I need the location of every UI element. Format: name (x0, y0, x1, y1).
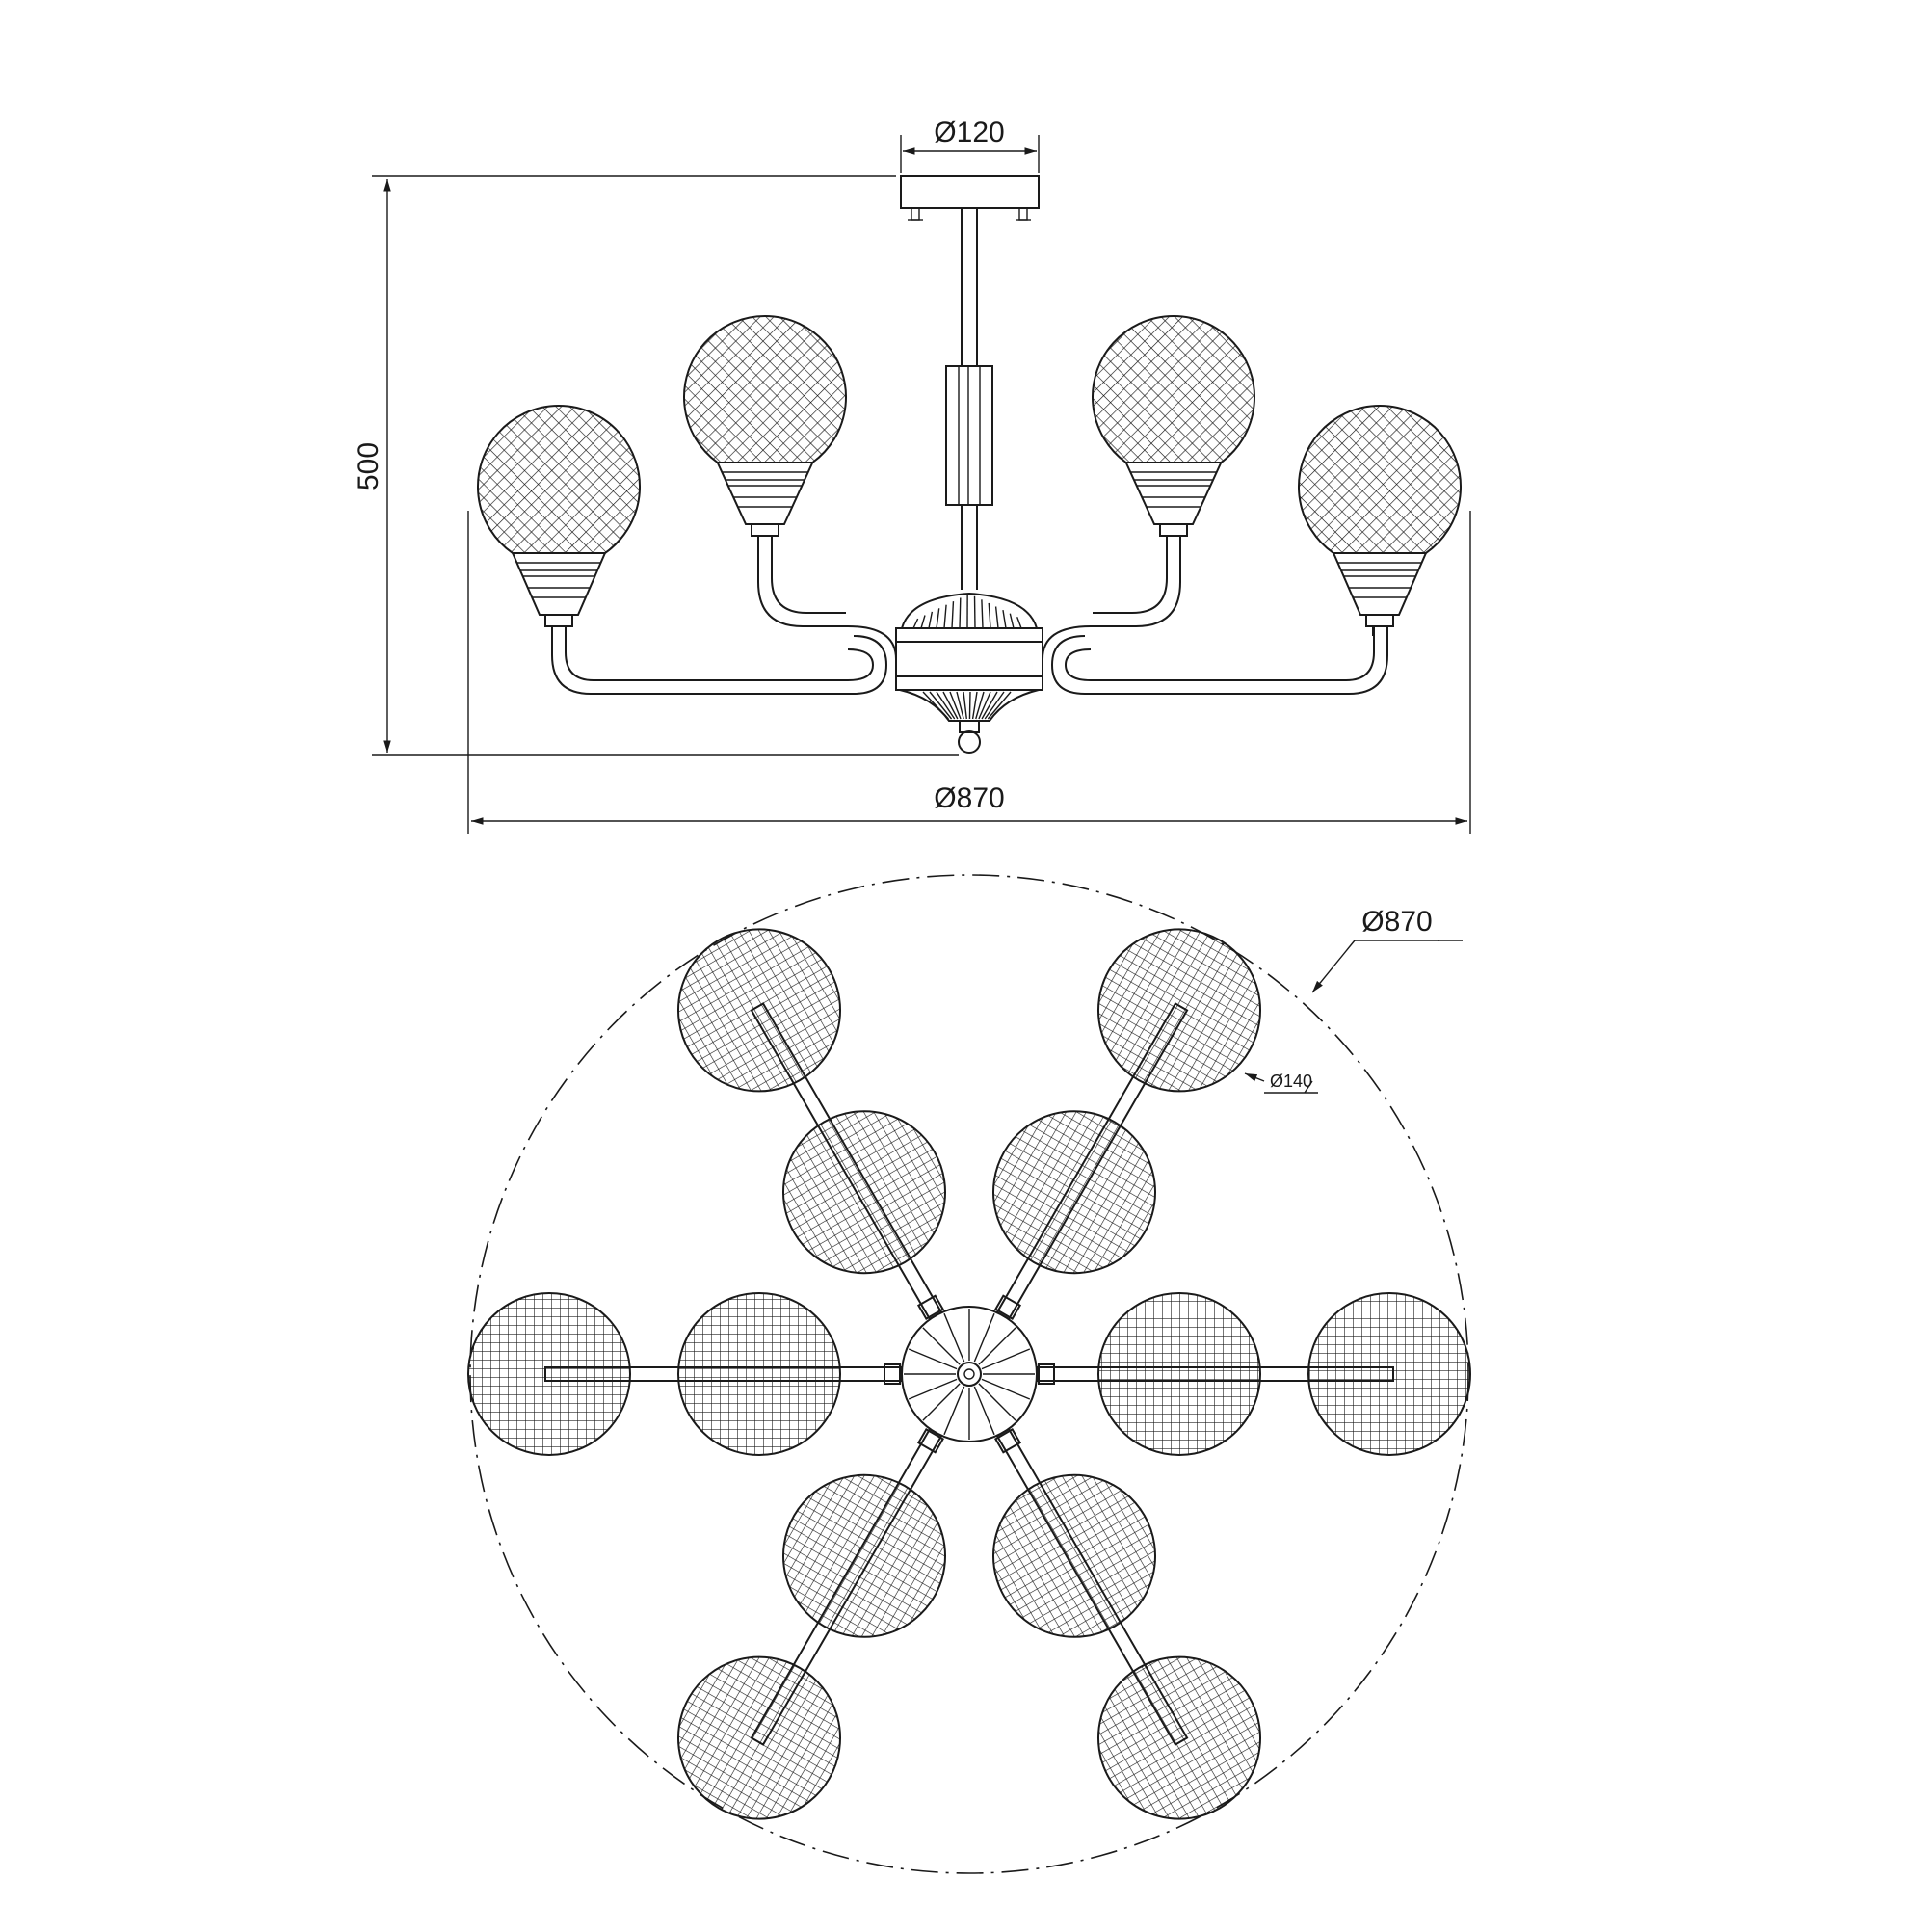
glass-globe (1093, 316, 1254, 463)
front-shades (478, 316, 1461, 636)
dimension-height: 500 (353, 176, 959, 755)
glass-globe (684, 316, 846, 463)
front-shade-3 (1093, 316, 1254, 545)
glass-globe (1299, 406, 1461, 553)
front-elevation: Ø120 500 Ø870 (353, 117, 1470, 834)
width-front-label: Ø870 (934, 782, 1004, 814)
outer-shade-6 (1069, 1628, 1289, 1848)
outer-shade-5 (648, 1628, 869, 1848)
inner-shade-1 (1098, 1293, 1260, 1455)
socket (1160, 524, 1187, 536)
dimension-width-plan: Ø870 (1312, 906, 1463, 992)
front-shade-4 (1299, 406, 1461, 636)
socket (545, 615, 572, 626)
dimension-width-front: Ø870 (468, 511, 1470, 834)
chandelier-arms (552, 540, 1387, 694)
inner-shade-2 (964, 1081, 1184, 1302)
inner-shade-4 (678, 1293, 840, 1455)
inner-shade-3 (753, 1081, 974, 1302)
plan-view: Ø870 Ø140 (468, 875, 1470, 1873)
stem-rod (946, 208, 992, 590)
width-plan-label: Ø870 (1361, 906, 1432, 938)
glass-globe (478, 406, 640, 553)
inner-shade-5 (753, 1445, 974, 1666)
front-shade-2 (684, 316, 846, 545)
central-body (896, 594, 1043, 753)
canopy-diameter-label: Ø120 (934, 117, 1004, 148)
plan-arms (545, 1003, 1393, 1744)
outer-shade-4 (468, 1293, 630, 1455)
plan-shades (468, 900, 1470, 1849)
central-hub (902, 1307, 1037, 1442)
dimension-canopy: Ø120 (901, 117, 1039, 173)
height-label: 500 (353, 442, 384, 490)
outer-shade-2 (1069, 900, 1289, 1121)
front-shade-1 (478, 406, 640, 636)
socket (1366, 615, 1393, 626)
dimension-shade: Ø140 (1245, 1072, 1318, 1093)
socket (752, 524, 779, 536)
ceiling-canopy (901, 176, 1039, 220)
shade-diameter-label: Ø140 (1270, 1072, 1312, 1091)
outer-shade-3 (648, 900, 869, 1121)
inner-shade-6 (964, 1445, 1184, 1666)
outer-shade-1 (1308, 1293, 1470, 1455)
